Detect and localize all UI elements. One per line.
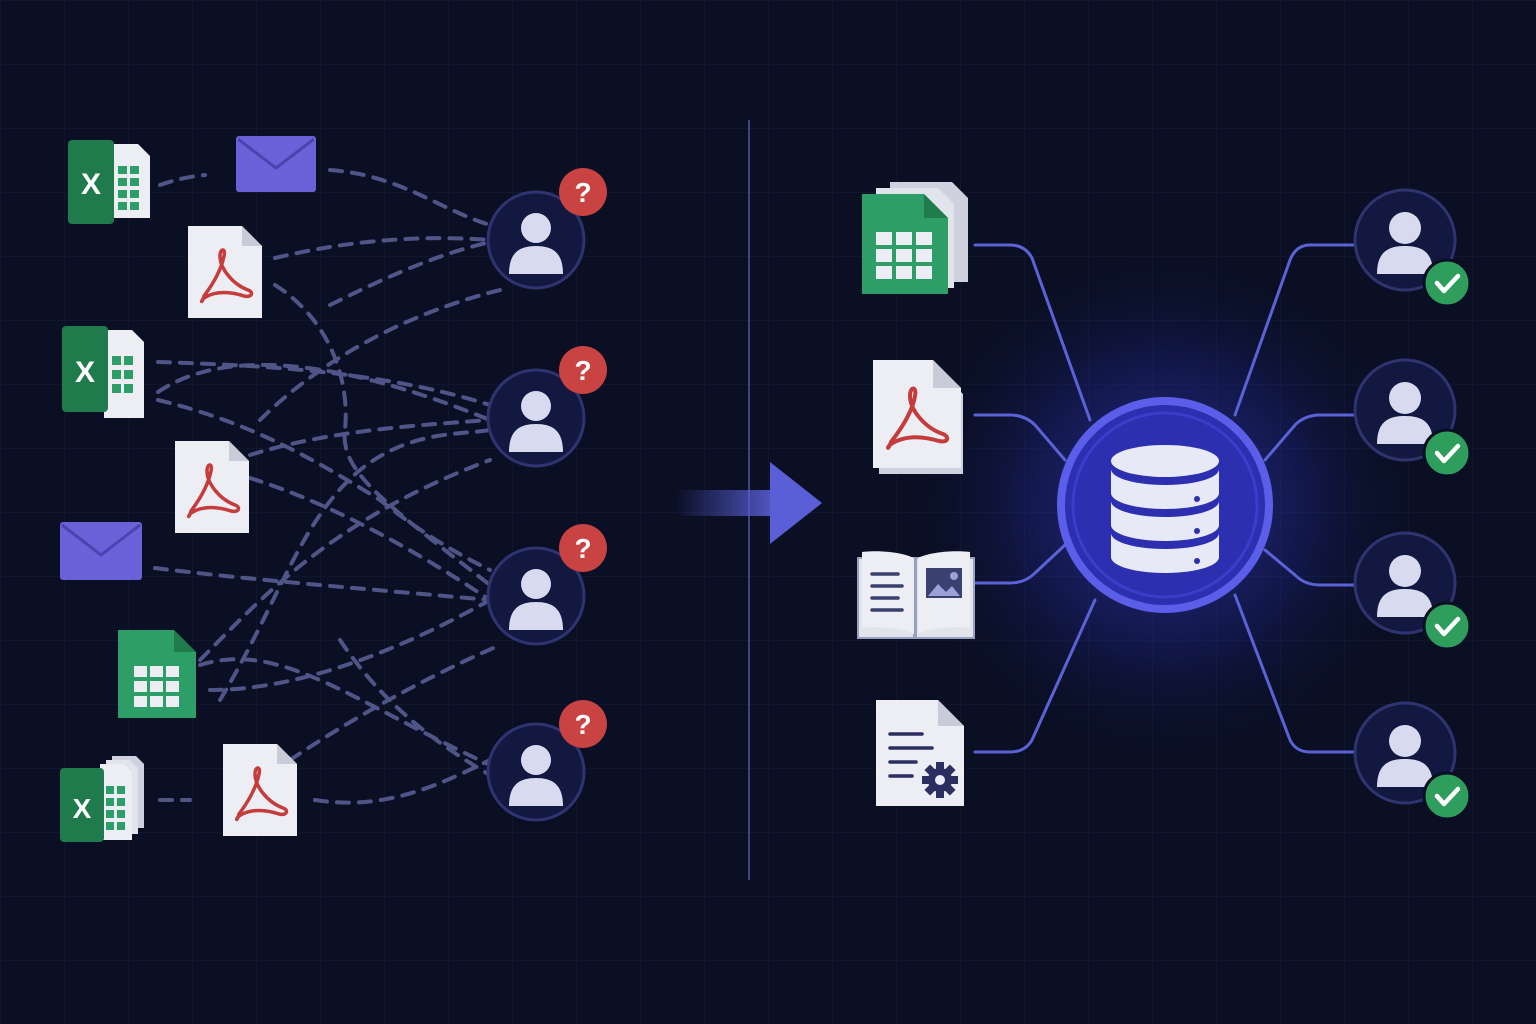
excel-letter: X bbox=[73, 793, 92, 824]
user-icon bbox=[1377, 212, 1433, 274]
user-icon bbox=[1377, 725, 1433, 787]
envelope-icon bbox=[60, 522, 142, 580]
excel-file-icon: X bbox=[68, 140, 150, 224]
satisfied-user bbox=[1353, 358, 1472, 478]
confused-user: ? bbox=[486, 700, 607, 822]
satisfied-user bbox=[1353, 531, 1472, 651]
database-icon bbox=[1111, 445, 1219, 573]
question-mark: ? bbox=[574, 709, 591, 740]
user-icon bbox=[509, 213, 563, 274]
user-icon bbox=[509, 569, 563, 630]
excel-letter: X bbox=[75, 356, 95, 389]
excel-file-icon: X bbox=[62, 326, 144, 418]
user-icon bbox=[1377, 555, 1433, 617]
pdf-file-icon bbox=[873, 360, 963, 474]
check-badge-icon bbox=[1422, 771, 1472, 821]
question-badge-icon: ? bbox=[559, 524, 607, 572]
database-hub bbox=[1057, 397, 1273, 613]
unified-sources bbox=[857, 182, 975, 806]
check-badge-icon bbox=[1422, 258, 1472, 308]
confused-user: ? bbox=[486, 346, 607, 468]
spreadsheet-stack-icon bbox=[862, 182, 968, 294]
question-mark: ? bbox=[574, 533, 591, 564]
question-badge-icon: ? bbox=[559, 700, 607, 748]
satisfied-user bbox=[1353, 701, 1472, 821]
check-badge-icon bbox=[1422, 428, 1472, 478]
question-mark: ? bbox=[574, 355, 591, 386]
pdf-file-icon bbox=[223, 744, 297, 836]
envelope-icon bbox=[236, 136, 316, 192]
satisfied-user bbox=[1353, 188, 1472, 308]
arrow-right-icon bbox=[676, 462, 822, 544]
question-badge-icon: ? bbox=[559, 346, 607, 394]
question-badge-icon: ? bbox=[559, 168, 607, 216]
document-settings-icon bbox=[876, 700, 964, 806]
unified-links bbox=[973, 243, 1357, 754]
excel-letter: X bbox=[81, 168, 101, 201]
gear-icon bbox=[922, 762, 958, 798]
spreadsheet-file-icon bbox=[118, 630, 196, 718]
pdf-file-icon bbox=[175, 441, 249, 533]
check-badge-icon bbox=[1422, 601, 1472, 651]
open-book-icon bbox=[857, 551, 975, 639]
excel-file-stack-icon: X bbox=[60, 756, 144, 842]
question-mark: ? bbox=[574, 177, 591, 208]
legacy-sources: X X bbox=[60, 136, 316, 842]
pdf-file-icon bbox=[188, 226, 262, 318]
confused-user: ? bbox=[486, 168, 607, 290]
legacy-links bbox=[153, 168, 502, 805]
satisfied-users bbox=[1353, 188, 1472, 821]
user-icon bbox=[1377, 382, 1433, 444]
user-icon bbox=[509, 391, 563, 452]
confused-user: ? bbox=[486, 524, 607, 646]
user-icon bbox=[509, 745, 563, 806]
confused-users: ? ? ? ? bbox=[486, 168, 607, 822]
